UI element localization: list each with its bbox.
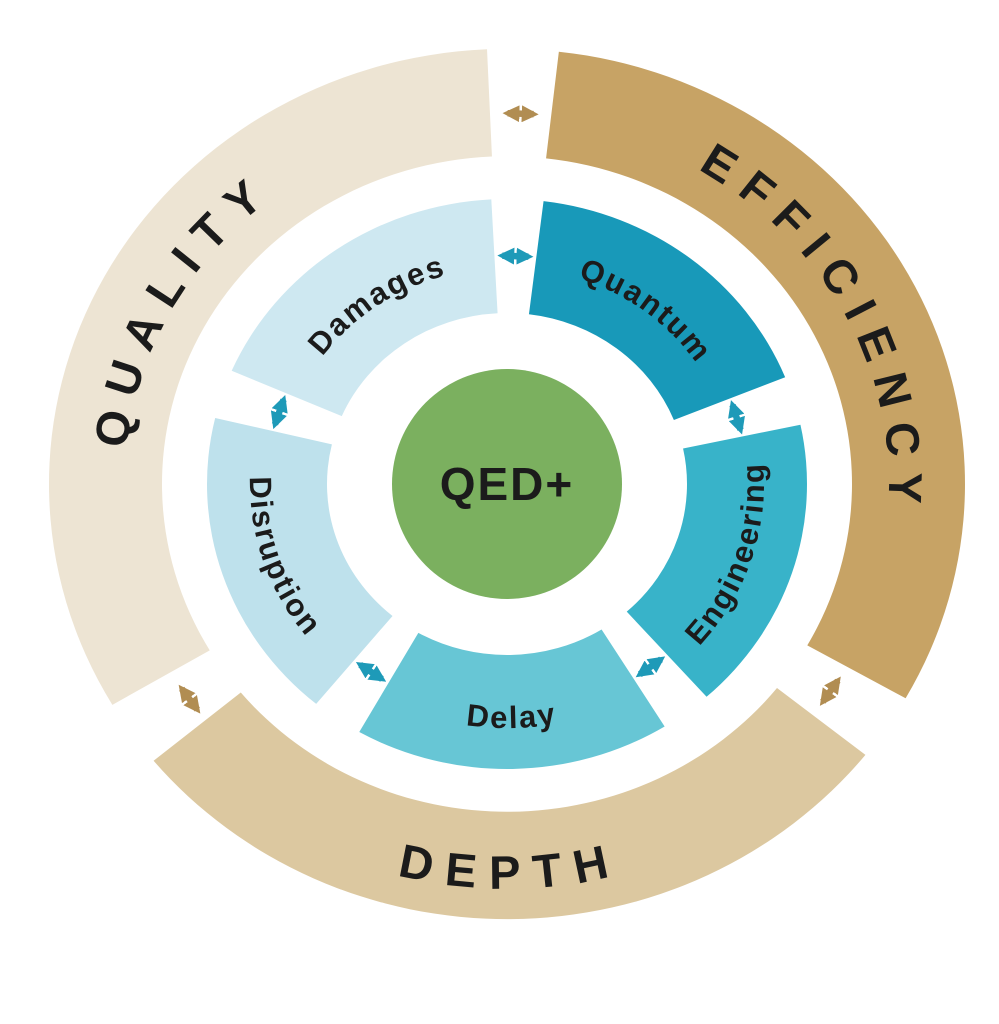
center-layer: QED+ bbox=[392, 369, 622, 599]
quantum-engineering-arrow bbox=[728, 400, 745, 435]
damages-segment bbox=[231, 199, 498, 417]
disruption-segment bbox=[207, 417, 393, 704]
damages-quantum-arrow bbox=[497, 247, 534, 265]
delay-segment bbox=[359, 629, 665, 769]
quality-segment bbox=[48, 49, 492, 705]
segments-layer bbox=[48, 49, 965, 920]
arrows-layer bbox=[178, 105, 841, 714]
quality-efficiency-arrow bbox=[502, 105, 539, 123]
delay-disruption-arrow bbox=[355, 662, 387, 682]
center-circle bbox=[392, 369, 622, 599]
efficiency-segment bbox=[546, 51, 965, 699]
disruption-damages-arrow bbox=[270, 394, 288, 430]
engineering-delay-arrow bbox=[635, 656, 666, 678]
quantum-segment bbox=[528, 201, 786, 420]
center-label: QED+ bbox=[440, 458, 575, 510]
engineering-segment bbox=[626, 424, 807, 697]
efficiency-depth-arrow bbox=[819, 676, 841, 706]
delay-label: Delay bbox=[465, 696, 559, 736]
depth-quality-arrow bbox=[178, 684, 201, 714]
depth-segment bbox=[153, 688, 866, 920]
delay-label-text: Delay bbox=[465, 696, 557, 736]
